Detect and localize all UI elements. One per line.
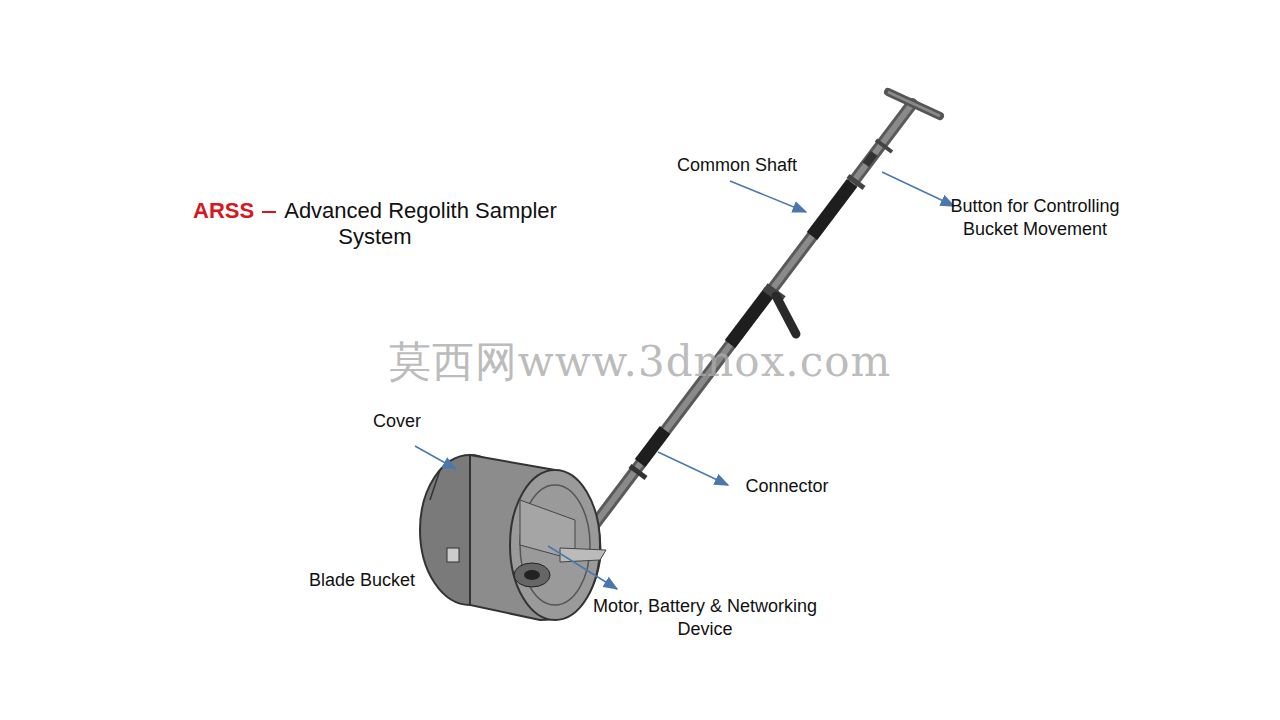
title: Advanced Regolith Sampler System xyxy=(284,198,557,249)
watermark: 莫西网www.3dmox.com xyxy=(360,338,920,386)
part-label: Button for Controlling Bucket Movement xyxy=(925,195,1145,241)
part-label: Cover xyxy=(337,410,457,433)
part-label: Common Shaft xyxy=(637,154,837,177)
part-label: Connector xyxy=(717,475,857,498)
dash-mark xyxy=(262,211,276,213)
part-label: Blade Bucket xyxy=(282,569,442,592)
title-block: ARSS Advanced Regolith Sampler System xyxy=(170,198,580,250)
acronym: ARSS xyxy=(193,198,254,223)
part-label: Motor, Battery & Networking Device xyxy=(585,595,825,641)
